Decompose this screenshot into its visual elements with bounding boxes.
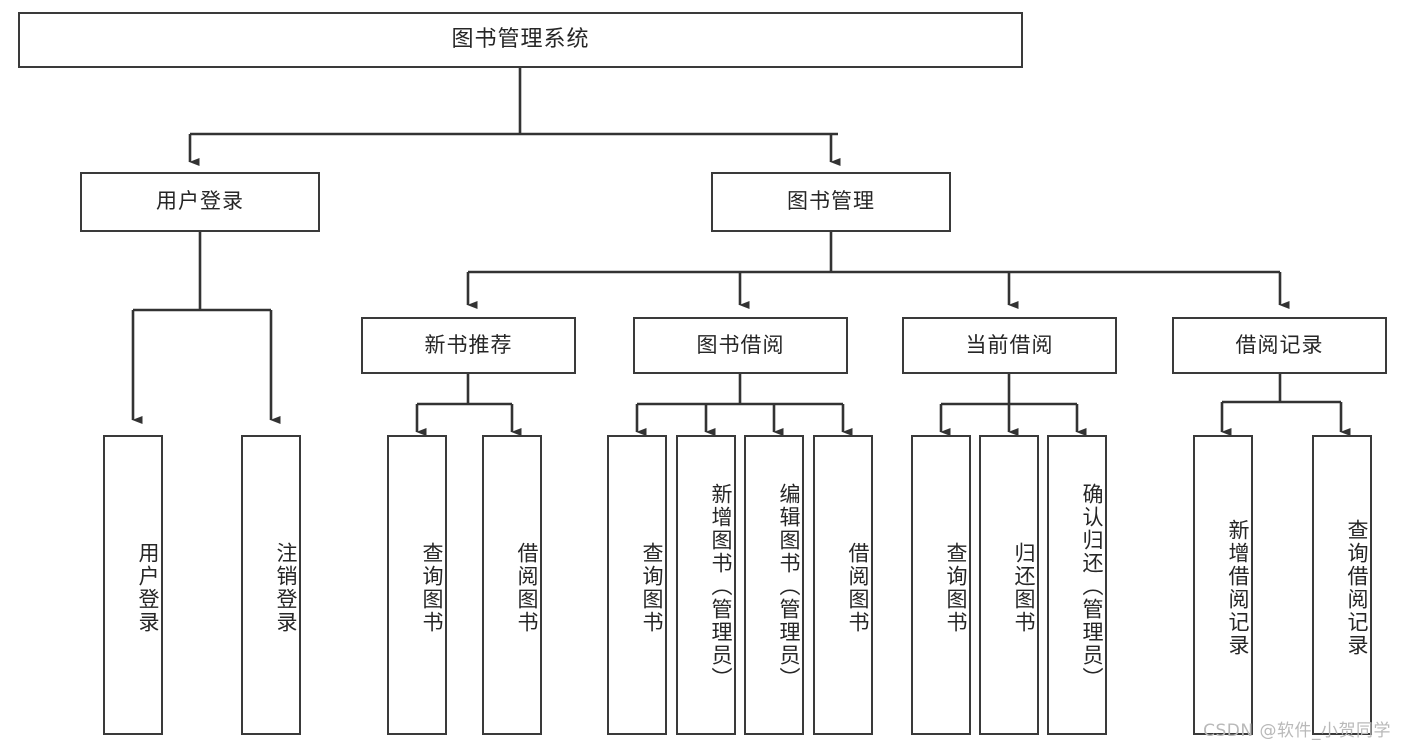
node-leaf-recommend-query-book[interactable]: 查询图书 — [387, 435, 447, 735]
node-leaf-current-query-book-label: 查询图书 — [944, 542, 968, 634]
node-book-management-label: 图书管理 — [787, 189, 875, 214]
node-book-borrow[interactable]: 图书借阅 — [633, 317, 848, 374]
node-leaf-borrow-add-book-label: 新增图书（管理员） — [709, 482, 733, 690]
node-leaf-recommend-borrow-book[interactable]: 借阅图书 — [482, 435, 542, 735]
node-leaf-borrow-query-book[interactable]: 查询图书 — [607, 435, 667, 735]
node-root-system[interactable]: 图书管理系统 — [18, 12, 1023, 68]
node-root-system-label: 图书管理系统 — [451, 26, 590, 52]
node-user-login[interactable]: 用户登录 — [80, 172, 320, 232]
node-leaf-user-login[interactable]: 用户登录 — [103, 435, 163, 735]
node-current-borrow-label: 当前借阅 — [965, 332, 1054, 357]
node-leaf-user-login-label: 用户登录 — [136, 542, 160, 634]
node-leaf-recommend-borrow-book-label: 借阅图书 — [515, 542, 539, 634]
node-leaf-current-query-book[interactable]: 查询图书 — [911, 435, 971, 735]
node-leaf-current-confirm-return[interactable]: 确认归还（管理员） — [1047, 435, 1107, 735]
node-leaf-borrow-add-book[interactable]: 新增图书（管理员） — [676, 435, 736, 735]
node-leaf-record-add[interactable]: 新增借阅记录 — [1193, 435, 1253, 735]
node-leaf-current-return-book[interactable]: 归还图书 — [979, 435, 1039, 735]
node-borrow-record-label: 借阅记录 — [1235, 332, 1324, 357]
node-leaf-borrow-edit-book-label: 编辑图书（管理员） — [777, 482, 801, 690]
node-leaf-recommend-query-book-label: 查询图书 — [420, 542, 444, 634]
node-leaf-borrow-borrow-book[interactable]: 借阅图书 — [813, 435, 873, 735]
node-leaf-record-query-label: 查询借阅记录 — [1345, 519, 1369, 657]
node-leaf-logout[interactable]: 注销登录 — [241, 435, 301, 735]
node-borrow-record[interactable]: 借阅记录 — [1172, 317, 1387, 374]
node-book-management[interactable]: 图书管理 — [711, 172, 951, 232]
node-leaf-borrow-borrow-book-label: 借阅图书 — [846, 542, 870, 634]
node-leaf-current-confirm-return-label: 确认归还（管理员） — [1080, 482, 1104, 690]
node-leaf-borrow-edit-book[interactable]: 编辑图书（管理员） — [744, 435, 804, 735]
node-leaf-borrow-query-book-label: 查询图书 — [640, 542, 664, 634]
node-current-borrow[interactable]: 当前借阅 — [902, 317, 1117, 374]
node-leaf-logout-label: 注销登录 — [274, 542, 298, 634]
node-book-borrow-label: 图书借阅 — [696, 332, 785, 357]
node-leaf-record-add-label: 新增借阅记录 — [1226, 519, 1250, 657]
node-new-book-recommend-label: 新书推荐 — [424, 332, 513, 357]
node-leaf-record-query[interactable]: 查询借阅记录 — [1312, 435, 1372, 735]
node-user-login-label: 用户登录 — [156, 189, 244, 214]
node-leaf-current-return-book-label: 归还图书 — [1012, 542, 1036, 634]
node-new-book-recommend[interactable]: 新书推荐 — [361, 317, 576, 374]
